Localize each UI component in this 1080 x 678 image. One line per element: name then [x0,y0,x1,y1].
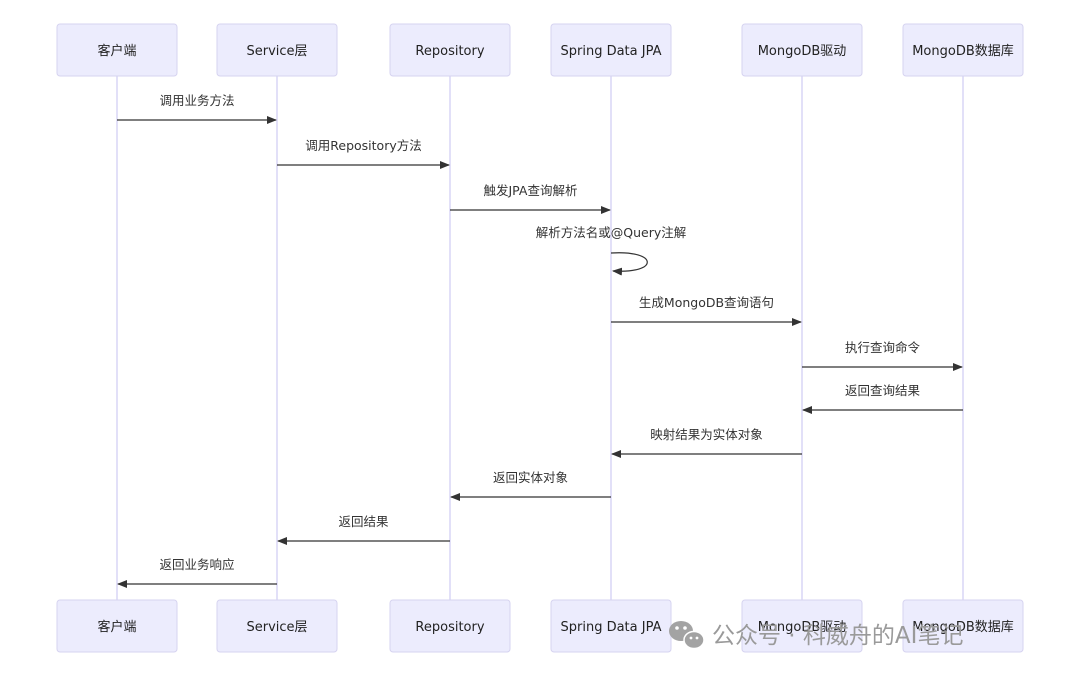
participant-rect [741,599,863,653]
message: 返回查询结果 [802,383,963,414]
participant-label: MongoDB驱动 [758,620,847,635]
message: 返回实体对象 [450,470,611,501]
participant-box-top: Service层 [216,23,338,77]
watermark: 公众号 · 科威舟的AI笔记 [669,621,963,650]
participant-box-bottom: MongoDB数据库 [902,599,1024,653]
message-label: 映射结果为实体对象 [650,427,763,442]
participant-box-bottom: Service层 [216,599,338,653]
participant-label: MongoDB数据库 [912,43,1014,59]
participant-box-bottom: Spring Data JPA [550,599,672,653]
watermark-text: 公众号 · 科威舟的AI笔记 [712,623,963,649]
participant-rect [216,23,338,77]
message: 返回业务响应 [117,557,277,588]
wechat-icon [669,621,705,650]
message: 映射结果为实体对象 [611,427,802,458]
participant-box-top: MongoDB驱动 [741,23,863,77]
participant-box-bottom: MongoDB驱动 [741,599,863,653]
message-label: 执行查询命令 [845,340,921,355]
participant-box-bottom: 客户端 [56,599,178,653]
participant-label: Spring Data JPA [561,44,662,59]
participant-box-top: Spring Data JPA [550,23,672,77]
participant-label: 客户端 [97,43,136,59]
message: 解析方法名或@Query注解 [536,225,687,276]
participant-label: 客户端 [97,619,136,635]
participant-rect [902,599,1024,653]
participant-rect [550,23,672,77]
message-label: 调用Repository方法 [305,138,421,153]
message-label: 返回查询结果 [845,383,921,398]
participant-label: Spring Data JPA [561,620,662,635]
participant-rect [902,23,1024,77]
message: 执行查询命令 [802,340,963,371]
participant-rect [389,23,511,77]
message: 生成MongoDB查询语句 [611,295,802,326]
participant-rect [216,599,338,653]
participant-box-top: MongoDB数据库 [902,23,1024,77]
messages: 调用业务方法调用Repository方法触发JPA查询解析解析方法名或@Quer… [117,93,963,588]
participant-rect [741,23,863,77]
message: 调用Repository方法 [277,138,450,169]
participant-label: MongoDB数据库 [912,619,1014,635]
message: 触发JPA查询解析 [450,183,611,214]
participant-rect [56,599,178,653]
participant-label: MongoDB驱动 [758,44,847,59]
participant-label: Service层 [246,44,307,59]
message-label: 返回实体对象 [493,470,568,485]
participant-label: Repository [415,620,484,635]
self-message-arrow [610,252,648,276]
message-label: 返回业务响应 [159,557,234,572]
lifelines [116,76,964,600]
participant-label: Repository [415,44,484,59]
message-label: 解析方法名或@Query注解 [536,225,687,240]
participants: 客户端客户端Service层Service层RepositoryReposito… [56,23,1024,653]
participant-rect [56,23,178,77]
message-label: 生成MongoDB查询语句 [639,295,774,310]
participant-box-top: 客户端 [56,23,178,77]
participant-box-top: Repository [389,23,511,77]
message-label: 返回结果 [338,514,389,529]
message-label: 触发JPA查询解析 [484,183,578,198]
participant-label: Service层 [246,620,307,635]
message: 返回结果 [277,514,450,545]
message-label: 调用业务方法 [159,93,234,108]
participant-box-bottom: Repository [389,599,511,653]
message: 调用业务方法 [117,93,277,124]
participant-rect [389,599,511,653]
